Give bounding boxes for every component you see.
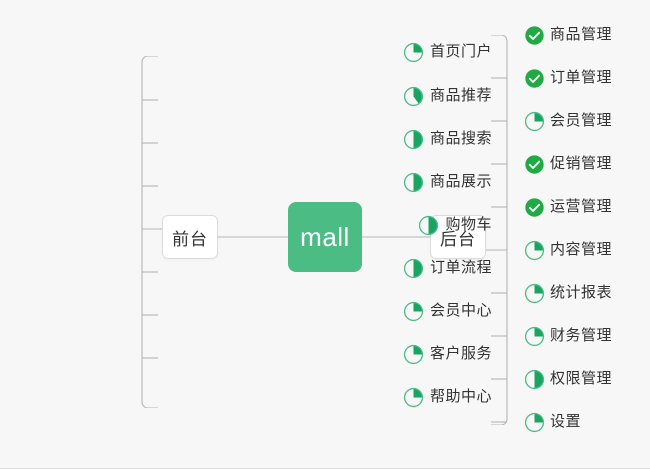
mindmap-node-label: 购物车 (445, 216, 492, 233)
mindmap-node-label: 财务管理 (550, 327, 613, 344)
mindmap-node[interactable]: 会员中心 (403, 298, 492, 324)
mindmap-node-label: 设置 (550, 413, 582, 430)
check-circle-icon (525, 154, 544, 174)
mindmap-node-label: 客户服务 (429, 345, 492, 362)
mindmap-node-label: 商品展示 (429, 173, 492, 190)
mindmap-node[interactable]: 运营管理 (524, 194, 612, 220)
check-circle-icon (525, 68, 544, 88)
mindmap-node[interactable]: 首页门户 (403, 39, 492, 65)
mindmap-node-label: 首页门户 (429, 43, 492, 60)
mindmap-node[interactable]: 促销管理 (524, 151, 612, 177)
check-circle-icon (525, 25, 544, 45)
mindmap-node[interactable]: 权限管理 (524, 366, 612, 392)
progress-pie-icon (403, 86, 424, 106)
mindmap-node[interactable]: 设置 (524, 409, 581, 435)
left-connector-rail (141, 56, 170, 408)
check-circle-icon (525, 197, 544, 217)
mindmap-node-label: 促销管理 (550, 155, 613, 172)
progress-pie-icon (403, 387, 424, 407)
progress-pie-icon (524, 240, 545, 260)
mindmap-node-label: 会员管理 (550, 112, 613, 129)
mindmap-node[interactable]: 订单管理 (524, 65, 612, 91)
node-front-office-label: 前台 (172, 229, 208, 249)
mindmap-node-label: 内容管理 (550, 241, 613, 258)
node-back-office-label: 后台 (440, 229, 476, 249)
mindmap-node[interactable]: 商品推荐 (403, 83, 492, 109)
node-root-mall[interactable]: mall (288, 202, 362, 272)
progress-pie-icon (403, 344, 424, 364)
node-root-mall-label: mall (300, 221, 350, 252)
node-back-office[interactable]: 后台 (430, 215, 486, 259)
progress-pie-icon (403, 172, 424, 192)
progress-pie-icon (403, 42, 424, 62)
mindmap-node-label: 商品搜索 (429, 130, 492, 147)
mindmap-node-label: 商品推荐 (429, 87, 492, 104)
mindmap-node[interactable]: 会员管理 (524, 108, 612, 134)
mindmap-node[interactable]: 帮助中心 (403, 384, 492, 410)
mindmap-node-label: 统计报表 (550, 284, 613, 301)
progress-pie-icon (524, 326, 545, 346)
mindmap-node-label: 权限管理 (550, 370, 613, 387)
mindmap-node[interactable]: 商品管理 (524, 22, 612, 48)
mindmap-node[interactable]: 客户服务 (403, 341, 492, 367)
progress-pie-icon (524, 369, 545, 389)
mindmap-node[interactable]: 内容管理 (524, 237, 612, 263)
mindmap-node[interactable]: 订单流程 (403, 255, 492, 281)
mindmap-node[interactable]: 购物车 (418, 212, 492, 238)
mindmap-node-label: 会员中心 (429, 302, 492, 319)
progress-pie-icon (419, 215, 439, 235)
mindmap-node-label: 商品管理 (550, 26, 613, 43)
mindmap-node-label: 订单流程 (429, 259, 492, 276)
progress-pie-icon (403, 258, 424, 278)
progress-pie-icon (403, 129, 424, 149)
progress-pie-icon (524, 283, 545, 303)
node-front-office[interactable]: 前台 (162, 215, 218, 259)
mindmap-node-label: 帮助中心 (429, 388, 492, 405)
mindmap-node[interactable]: 统计报表 (524, 280, 612, 306)
mindmap-node-label: 订单管理 (550, 69, 613, 86)
mindmap-node-label: 运营管理 (550, 198, 613, 215)
progress-pie-icon (524, 412, 545, 432)
mindmap-node[interactable]: 财务管理 (524, 323, 612, 349)
mindmap-node[interactable]: 商品展示 (403, 169, 492, 195)
mindmap-node[interactable]: 商品搜索 (403, 126, 492, 152)
progress-pie-icon (403, 301, 424, 321)
progress-pie-icon (524, 111, 545, 131)
